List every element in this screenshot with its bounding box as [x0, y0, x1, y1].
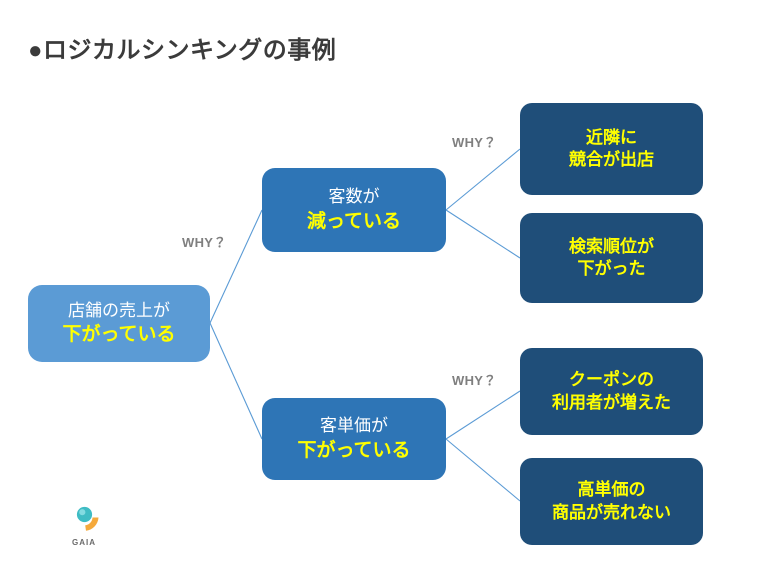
- node-reason-3-line2: 利用者が増えた: [552, 392, 671, 412]
- node-root-line2: 下がっている: [62, 324, 176, 346]
- node-reason-4-line1: 高単価の: [577, 480, 646, 500]
- node-cause-unit-price[interactable]: 客単価が 下がっている: [262, 398, 446, 480]
- node-reason-2-line2: 下がった: [577, 259, 646, 278]
- logo-sphere-shape: [76, 506, 93, 523]
- gaia-logo: GAIA: [60, 497, 108, 547]
- node-root-line1: 店舗の売上が: [68, 300, 170, 320]
- node-reason-2-line1: 検索順位が: [569, 236, 654, 256]
- why-label-level1: WHY？: [182, 235, 227, 250]
- connector-root-to-cause-2: [209, 322, 263, 440]
- node-reason-nearby-competitor[interactable]: 近隣に 競合が出店: [520, 103, 703, 195]
- connector-cause2-to-reason-4: [445, 438, 521, 502]
- gaia-logo-mark: [69, 501, 99, 531]
- connector-cause2-to-reason-3: [445, 390, 521, 440]
- page-title: ●ロジカルシンキングの事例: [28, 37, 337, 64]
- node-cause-2-line1: 客単価が: [320, 416, 388, 436]
- node-cause-1-line2: 減っている: [306, 210, 402, 232]
- connector-cause1-to-reason-2: [445, 209, 521, 259]
- gaia-logo-caption: GAIA: [72, 538, 96, 547]
- node-reason-search-rank-drop[interactable]: 検索順位が 下がった: [520, 213, 703, 303]
- connector-cause1-to-reason-1: [445, 148, 521, 211]
- node-cause-1-line1: 客数が: [328, 187, 380, 207]
- node-cause-2-line2: 下がっている: [297, 439, 411, 461]
- logo-sphere-highlight: [79, 509, 86, 516]
- node-reason-4-line2: 商品が売れない: [552, 502, 671, 522]
- node-reason-coupon-users-increased[interactable]: クーポンの 利用者が増えた: [520, 348, 703, 435]
- node-cause-customer-count[interactable]: 客数が 減っている: [262, 168, 446, 252]
- node-reason-highprice-not-selling[interactable]: 高単価の 商品が売れない: [520, 458, 703, 545]
- logo-arc-shape: [85, 517, 99, 531]
- connector-root-to-cause-1: [209, 209, 263, 324]
- node-reason-3-line1: クーポンの: [569, 370, 654, 390]
- node-reason-1-line2: 競合が出店: [569, 150, 654, 169]
- node-root-sales-down[interactable]: 店舗の売上が 下がっている: [28, 285, 210, 362]
- why-label-level2-top: WHY？: [452, 135, 497, 150]
- why-label-level2-bottom: WHY？: [452, 373, 497, 388]
- node-reason-1-line1: 近隣に: [586, 127, 637, 147]
